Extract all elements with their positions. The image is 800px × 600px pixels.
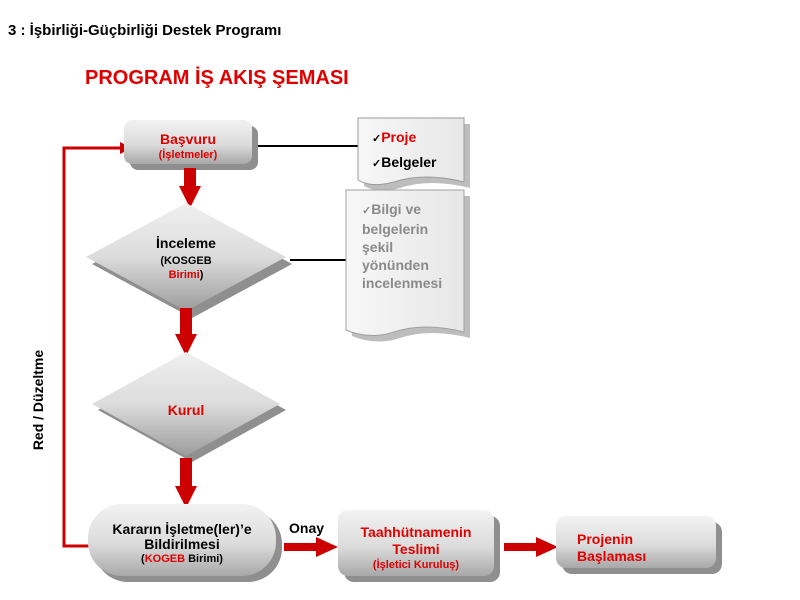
bildirim-to-taahhut-shaft: [284, 543, 318, 551]
documents-item-belgeler: ✓Belgeler: [372, 154, 437, 170]
basvuru-box: [124, 120, 258, 170]
bildirim-to-taahhut-arrowhead: [316, 537, 338, 557]
inceleme-to-kurul-arrowhead: [175, 334, 197, 356]
baslama-text: Projenin Başlaması: [577, 531, 707, 565]
taahhut-text: Taahhütnamenin Teslimi (İşletici Kuruluş…: [338, 524, 494, 572]
inceleme-diamond: [86, 203, 292, 318]
bildirim-subtitle: (KOGEB Birimi): [141, 553, 223, 565]
basvuru-text: Başvuru (İşletmeler): [124, 130, 252, 162]
inceleme-title: İnceleme: [156, 235, 216, 251]
inceleme-subtitle: (KOSGEB: [160, 255, 212, 267]
taahhut-to-baslama-shaft: [504, 543, 538, 551]
baslama-line1: Projenin: [577, 531, 634, 547]
basvuru-subtitle: (İşletmeler): [158, 149, 218, 161]
taahhut-line2: Teslimi: [392, 541, 440, 557]
inceleme-text: İnceleme (KOSGEB Birimi): [96, 234, 276, 282]
basvuru-title: Başvuru: [159, 131, 217, 147]
check-icon: ✓: [362, 205, 372, 217]
check-icon: ✓: [372, 158, 382, 170]
page-heading: 3 : İşbirliği-Güçbirliği Destek Programı: [8, 22, 282, 39]
inceleme-to-kurul-shaft: [180, 308, 192, 336]
taahhut-line1: Taahhütnamenin: [360, 524, 472, 540]
onay-label: Onay: [289, 520, 325, 536]
bildirim-box: [88, 504, 282, 582]
review-note-text: ✓Bilgi ve belgelerin şekil yönünden ince…: [362, 201, 443, 291]
bildirim-text: Kararın İşletme(ler)’e Bildirilmesi (KOG…: [88, 522, 276, 566]
documents-item-proje: ✓Proje: [372, 129, 417, 145]
basvuru-to-inceleme-shaft: [184, 168, 196, 188]
basvuru-to-inceleme-arrowhead: [179, 186, 201, 208]
kurul-title: Kurul: [167, 402, 205, 418]
baslama-line2: Başlaması: [577, 548, 647, 564]
bildirim-line1: Kararın İşletme(ler)’e: [112, 521, 252, 537]
taahhut-to-baslama-arrowhead: [536, 537, 558, 557]
baslama-box: [556, 516, 722, 574]
documents-note-text: ✓Proje ✓Belgeler: [372, 128, 462, 173]
check-icon: ✓: [372, 133, 382, 145]
documents-note: [357, 117, 470, 191]
page-title: PROGRAM İŞ AKIŞ ŞEMASI: [85, 67, 349, 89]
kurul-to-bildirim-arrowhead: [175, 486, 197, 508]
red-duzeltme-label: Red / Düzeltme: [30, 349, 46, 451]
review-note: [345, 189, 470, 342]
taahhut-subtitle: (İşletici Kuruluş): [372, 559, 460, 571]
kurul-diamond: [92, 352, 286, 462]
feedback-loop-line: [62, 146, 122, 548]
taahhut-box: [338, 510, 500, 582]
kurul-to-bildirim-shaft: [180, 458, 192, 488]
bildirim-line2: Bildirilmesi: [144, 536, 220, 552]
